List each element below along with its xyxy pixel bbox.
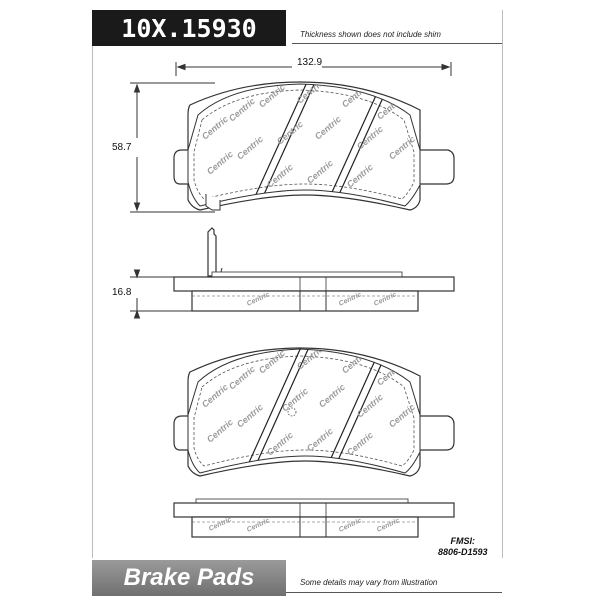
width-dimension-label: 132.9 — [297, 57, 323, 68]
thickness-note: Thickness shown does not include shim — [300, 30, 441, 39]
bottom-pad-slots — [241, 349, 391, 473]
thickness-dimension — [130, 269, 215, 319]
top-pad-slots — [247, 84, 392, 206]
bottom-pad-slot-right-b — [329, 349, 391, 473]
side-view-plain-backing-plate — [173, 502, 455, 518]
bottom-pad-face-view: Centric Centric Centric Centric Centric … — [173, 347, 455, 477]
height-arrow-top — [133, 83, 141, 93]
part-number-title: 10X.15930 — [92, 10, 286, 46]
top-pad-slot-left-a — [247, 84, 309, 206]
fmsi-heading: FMSI: — [450, 536, 476, 546]
wear-sensor-clip — [207, 227, 217, 277]
top-pad-slot-right-a — [322, 84, 384, 206]
thickness-arrow-top — [133, 269, 141, 279]
top-pad-slot-right-b — [330, 84, 392, 206]
thickness-arrow-bottom — [133, 309, 141, 319]
fmsi-code: 8806-D1593 — [438, 547, 488, 557]
header-rule — [292, 43, 502, 44]
top-pad-friction-material — [187, 83, 421, 207]
top-pad-slot-left-b — [255, 84, 317, 206]
height-dimension-label: 58.7 — [112, 142, 132, 153]
height-dimension — [130, 82, 215, 213]
footer-rule — [286, 592, 502, 593]
width-arrow-right — [441, 63, 451, 71]
bottom-pad-slot-left-a — [241, 349, 303, 473]
disclaimer-note: Some details may vary from illustration — [300, 578, 438, 587]
width-arrow-left — [176, 63, 186, 71]
bottom-pad-slot-right-a — [321, 349, 383, 473]
side-view-shim-lip — [211, 271, 403, 278]
height-arrow-bottom — [133, 202, 141, 212]
side-view-plain: Centric Centric Centric Centric — [173, 498, 455, 538]
bottom-pad-slot-left-b — [249, 349, 311, 473]
side-view-backing-plate — [173, 276, 455, 292]
side-view-with-sensor: Centric Centric Centric — [173, 227, 455, 312]
product-label: Brake Pads — [92, 560, 286, 596]
right-frame-rule — [502, 10, 503, 558]
fmsi-label: FMSI: 8806-D1593 — [438, 536, 488, 558]
thickness-dimension-label: 16.8 — [112, 287, 132, 298]
top-pad-face-view: Centric Centric Centric Centric Centric … — [173, 81, 455, 211]
side-view-plain-shim-lip — [195, 498, 409, 504]
left-frame-rule — [92, 46, 93, 558]
bottom-pad-center-mark — [287, 407, 297, 417]
bottom-pad-inner-outline — [193, 355, 415, 467]
width-dimension — [175, 62, 452, 76]
top-pad-wear-sensor-tab — [205, 194, 221, 211]
